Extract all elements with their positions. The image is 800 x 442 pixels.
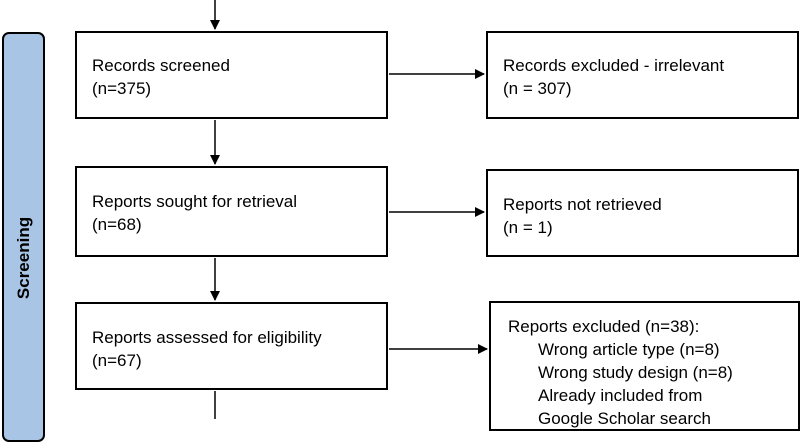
reports-sought-title: Reports sought for retrieval — [92, 192, 298, 211]
reports-excluded-box: Reports excluded (n=38): Wrong article t… — [489, 301, 800, 431]
reports-assessed-count: (n=67) — [92, 351, 142, 370]
records-excluded-count: (n = 307) — [503, 79, 572, 98]
exclusion-reason: Wrong study design (n=8) — [538, 363, 733, 382]
exclusion-reason: Wrong article type (n=8) — [538, 340, 720, 359]
reports-not-retrieved-count: (n = 1) — [503, 218, 553, 237]
records-excluded-box: Records excluded - irrelevant (n = 307) — [486, 31, 799, 119]
records-screened-count: (n=375) — [92, 79, 152, 98]
records-screened-title: Records screened — [92, 56, 230, 75]
phase-screening-bar — [2, 32, 45, 442]
exclusion-reason: Already included from — [538, 386, 703, 405]
reports-sought-count: (n=68) — [92, 215, 142, 234]
flow-connectors — [210, 0, 488, 419]
reports-not-retrieved-box: Reports not retrieved (n = 1) — [486, 169, 799, 257]
records-screened-box: Records screened (n=375) — [75, 31, 388, 119]
reports-assessed-title: Reports assessed for eligibility — [92, 328, 322, 347]
reports-sought-box: Reports sought for retrieval (n=68) — [75, 166, 388, 257]
records-excluded-title: Records excluded - irrelevant — [503, 56, 725, 75]
reports-assessed-box: Reports assessed for eligibility (n=67) — [75, 302, 388, 390]
reports-not-retrieved-title: Reports not retrieved — [503, 195, 662, 214]
reports-excluded-title: Reports excluded (n=38): — [508, 317, 700, 336]
